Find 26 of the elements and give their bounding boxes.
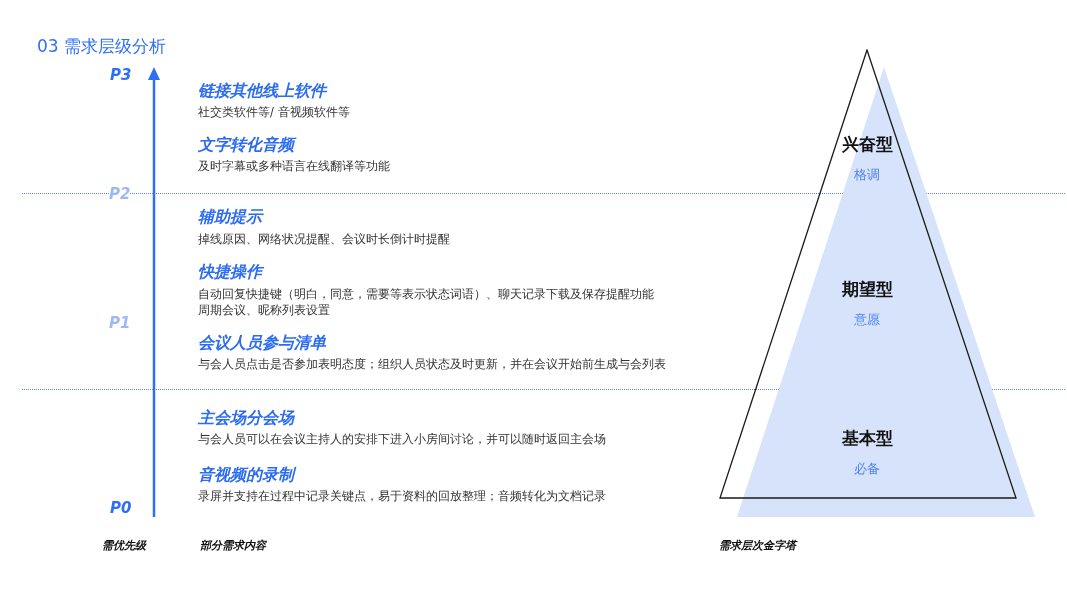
tier-caption: 意愿 <box>854 312 880 328</box>
priority-label: P3 <box>110 65 132 85</box>
column-caption: 部分需求内容 <box>200 538 266 554</box>
column-caption: 需求层次金字塔 <box>719 538 796 554</box>
feature-title: 快捷操作 <box>198 262 262 282</box>
tier-title: 兴奋型 <box>841 133 893 155</box>
feature-description: 掉线原因、网络状况提醒、会议时长倒计时提醒 <box>198 231 450 247</box>
feature-description: 与会人员可以在会议主持人的安排下进入小房间讨论，并可以随时返回主会场 <box>198 431 606 447</box>
feature-title: 链接其他线上软件 <box>198 81 326 101</box>
tier-caption: 必备 <box>854 461 880 477</box>
tier-title: 期望型 <box>841 278 893 300</box>
feature-description: 录屏并支持在过程中记录关键点，易于资料的回放整理；音频转化为文档记录 <box>198 488 606 504</box>
tier-title: 基本型 <box>841 427 893 449</box>
feature-description: 及时字幕或多种语言在线翻译等功能 <box>198 158 390 174</box>
priority-label: P0 <box>110 498 132 518</box>
tier-caption: 格调 <box>854 167 880 183</box>
column-caption: 需优先级 <box>102 538 146 554</box>
pyramid <box>719 49 1035 517</box>
feature-description: 社交类软件等/ 音视频软件等 <box>198 104 350 120</box>
feature-title: 会议人员参与清单 <box>198 333 326 353</box>
feature-title: 辅助提示 <box>198 207 262 227</box>
feature-description: 周期会议、昵称列表设置 <box>198 302 330 318</box>
feature-description: 与会人员点击是否参加表明态度；组织人员状态及时更新，并在会议开始前生成与会列表 <box>198 356 666 372</box>
page-title: 03 需求层级分析 <box>37 35 167 57</box>
feature-title: 主会场分会场 <box>198 408 294 428</box>
feature-description: 自动回复快捷键（明白，同意，需要等表示状态词语）、聊天记录下载及保存提醒功能 <box>198 286 654 302</box>
